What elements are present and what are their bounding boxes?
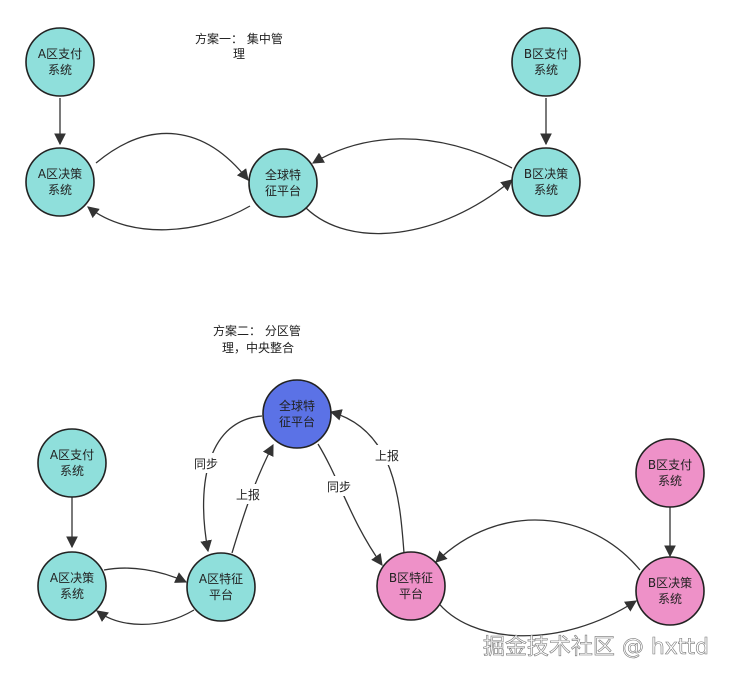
node-s1-b-pay: B区支付 系统 bbox=[511, 27, 581, 97]
node-s2-global-label2: 征平台 bbox=[279, 414, 315, 429]
node-s2-a-feature: A区特征 平台 bbox=[186, 552, 256, 622]
node-s1-b-decision: B区决策 系统 bbox=[511, 147, 581, 217]
node-s2-b-decision: B区决策 系统 bbox=[635, 556, 705, 626]
node-s1-b-pay-label1: B区支付 bbox=[524, 47, 568, 61]
node-s2-b-pay-circle bbox=[635, 438, 705, 508]
edge-label-report-right: 上报 bbox=[375, 448, 399, 463]
edge-label-sync-left: 同步 bbox=[194, 457, 218, 471]
edge-s2-global-to-afeature bbox=[200, 415, 263, 553]
edge-label-bg-report-right bbox=[371, 445, 403, 465]
edge-s2-bdecision-to-bfeature bbox=[435, 519, 641, 571]
edge-label-report-left: 上报 bbox=[236, 487, 260, 502]
node-s2-a-decision-label2: 系统 bbox=[60, 587, 84, 601]
node-s2-b-pay-label1: B区支付 bbox=[648, 458, 692, 472]
node-s1-global-label1: 全球特 bbox=[265, 167, 301, 182]
node-s1-global-label2: 征平台 bbox=[265, 183, 301, 198]
edge-label-sync-right: 同步 bbox=[327, 480, 351, 494]
node-s2-b-pay-label2: 系统 bbox=[658, 474, 682, 488]
scheme2-title-line1: 方案二： 分区管 bbox=[213, 323, 301, 338]
edge-label-bg-sync-left bbox=[190, 453, 222, 473]
node-s1-a-pay: A区支付 系统 bbox=[25, 27, 95, 97]
edge-s2-global-to-bfeature bbox=[317, 443, 383, 566]
edge-s1-adecision-to-global bbox=[95, 132, 249, 181]
node-s2-global: 全球特 征平台 bbox=[262, 379, 332, 449]
node-s2-global-circle bbox=[262, 379, 332, 449]
node-s1-a-decision-circle bbox=[25, 147, 95, 217]
node-s1-b-decision-label2: 系统 bbox=[534, 183, 558, 197]
node-s2-a-pay-circle bbox=[37, 428, 107, 498]
node-s1-a-pay-circle bbox=[25, 27, 95, 97]
node-s1-global: 全球特 征平台 bbox=[248, 148, 318, 218]
node-s2-a-feature-label2: 平台 bbox=[209, 587, 233, 602]
edge-s2-afeature-to-adecision bbox=[96, 609, 195, 625]
node-s2-b-decision-label1: B区决策 bbox=[648, 576, 692, 590]
scheme2-title-line2: 理，中央整合 bbox=[222, 340, 294, 355]
node-s1-b-pay-label2: 系统 bbox=[534, 63, 558, 77]
node-s2-a-decision: A区决策 系统 bbox=[37, 551, 107, 621]
node-s1-b-decision-circle bbox=[511, 147, 581, 217]
node-s1-a-decision-label2: 系统 bbox=[48, 183, 72, 197]
edge-s1-global-to-adecision bbox=[87, 205, 251, 231]
edge-s1-bdecision-to-global bbox=[311, 138, 513, 169]
edge-s2-adecision-to-afeature bbox=[103, 567, 188, 583]
node-s2-a-feature-label1: A区特征 bbox=[199, 571, 243, 586]
node-s1-a-pay-label1: A区支付 bbox=[38, 47, 82, 61]
node-s1-a-decision: A区决策 系统 bbox=[25, 147, 95, 217]
node-s2-b-feature-label2: 平台 bbox=[399, 586, 423, 601]
node-s2-b-decision-circle bbox=[635, 556, 705, 626]
scheme1-title-line1: 方案一： 集中管 bbox=[195, 31, 283, 46]
edge-label-bg-sync-right bbox=[323, 476, 355, 496]
node-s2-a-pay: A区支付 系统 bbox=[37, 428, 107, 498]
node-s1-global-circle bbox=[248, 148, 318, 218]
node-s2-a-decision-label1: A区决策 bbox=[50, 571, 94, 585]
node-s2-b-feature: B区特征 平台 bbox=[376, 551, 446, 621]
node-s2-a-decision-circle bbox=[37, 551, 107, 621]
node-s1-b-pay-circle bbox=[511, 27, 581, 97]
node-s2-b-decision-label2: 系统 bbox=[658, 592, 682, 606]
scheme2-diagram: 方案二： 分区管 理，中央整合 同步 上报 同步 上报 全球特 征平台 A区支付 bbox=[37, 323, 705, 637]
edge-s2-bfeature-to-global bbox=[329, 409, 405, 554]
node-s1-b-decision-label1: B区决策 bbox=[524, 167, 568, 181]
node-s1-a-pay-label2: 系统 bbox=[48, 63, 72, 77]
edge-s2-bfeature-to-bdecision bbox=[435, 599, 637, 637]
node-s2-b-pay: B区支付 系统 bbox=[635, 438, 705, 508]
node-s2-a-pay-label2: 系统 bbox=[60, 464, 84, 478]
scheme1-title-line2: 理 bbox=[233, 47, 245, 61]
edge-label-bg-report-left bbox=[232, 484, 264, 504]
node-s2-a-pay-label1: A区支付 bbox=[50, 448, 94, 462]
node-s2-b-feature-label1: B区特征 bbox=[389, 570, 433, 585]
node-s2-b-feature-circle bbox=[376, 551, 446, 621]
edge-s1-global-to-bdecision bbox=[305, 179, 513, 235]
node-s2-global-label1: 全球特 bbox=[279, 398, 315, 413]
node-s1-a-decision-label1: A区决策 bbox=[38, 167, 82, 181]
scheme1-diagram: 方案一： 集中管 理 A区支付 系统 B区支付 系统 A区决策 系统 全球特 征… bbox=[25, 27, 581, 235]
node-s2-a-feature-circle bbox=[186, 552, 256, 622]
watermark-text: 掘金技术社区 @ hxttd bbox=[483, 635, 709, 660]
